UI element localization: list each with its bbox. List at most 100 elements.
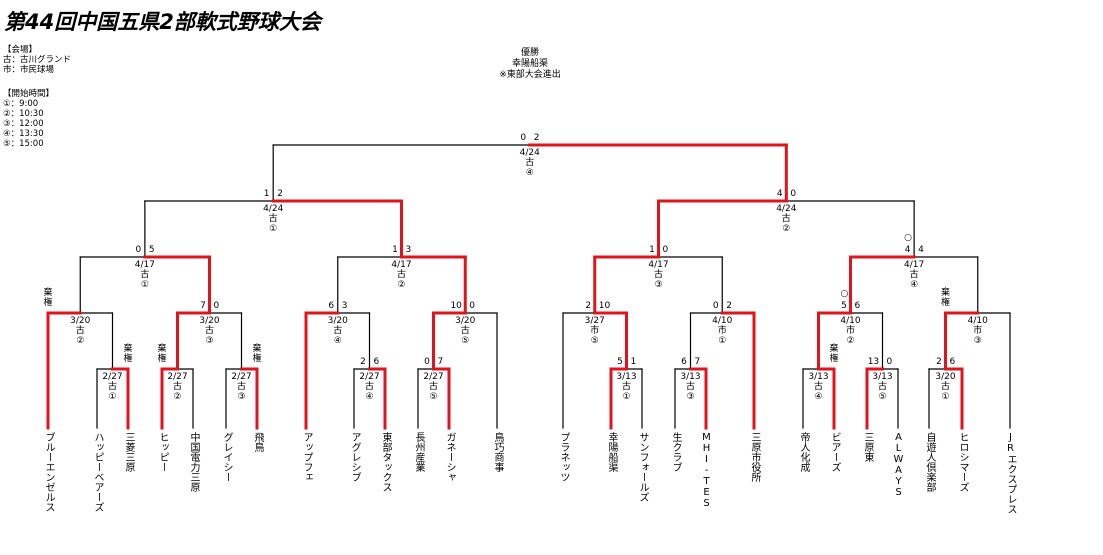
match-venue: 古: [653, 270, 663, 280]
match-time: ②: [846, 336, 855, 346]
score-left: 0: [424, 357, 430, 367]
team-name: サンフォールズ: [637, 432, 648, 502]
team-name: グレイシー: [221, 432, 232, 482]
match-date: 3/20: [455, 316, 476, 326]
score-right: 6: [373, 357, 380, 367]
match-date: 4/17: [391, 260, 412, 270]
score-left: 4: [904, 245, 911, 255]
match-date: 4/10: [712, 316, 733, 326]
score-left: 4: [776, 189, 783, 199]
score-right: 0: [469, 301, 475, 311]
match-date: 2/27: [423, 372, 444, 382]
score-left: 0: [712, 301, 719, 311]
match-date: 3/20: [199, 316, 220, 326]
match-time: ③: [237, 392, 246, 402]
match-venue: 古: [140, 270, 150, 280]
team-name: ブルーエンゼルス: [43, 432, 54, 512]
match-venue: 古: [364, 382, 374, 392]
match-time: ①: [108, 392, 117, 402]
match-venue: 古: [172, 382, 182, 392]
forfeit-note: 棄権: [940, 288, 950, 308]
time-legend-item: ②：10:30: [3, 109, 44, 119]
score-left: 10: [450, 301, 462, 311]
match-venue: 古: [107, 382, 117, 392]
forfeit-note: 棄権: [43, 288, 53, 308]
match-date: 4/17: [904, 260, 925, 270]
score-right: 5: [148, 245, 155, 255]
match-time: ②: [76, 336, 85, 346]
team-name: ヒッピー: [157, 432, 168, 472]
match-time: ①: [622, 392, 631, 402]
match-venue: 古: [940, 382, 950, 392]
team-name: 中国電力三原: [188, 432, 199, 492]
match-time: ⑤: [878, 392, 887, 402]
team-name: 自遊人倶楽部: [924, 432, 935, 492]
score-left: 13: [867, 357, 880, 367]
score-left: 6: [328, 301, 335, 311]
score-right: 2: [533, 133, 540, 143]
champion-note: ※東部大会進出: [499, 70, 561, 80]
match-venue: 市: [973, 326, 983, 336]
match-date: 4/24: [519, 148, 540, 158]
match-date: 3/20: [327, 316, 348, 326]
score-left: 2: [360, 357, 366, 367]
team-name: 東部タックス: [380, 432, 391, 492]
champion-box: 優勝 幸陽船渠 ※東部大会進出: [470, 48, 590, 81]
match-venue: 市: [717, 326, 727, 336]
match-venue: 古: [525, 158, 535, 168]
match-time: ④: [365, 392, 374, 402]
match-time: ⑤: [429, 392, 438, 402]
score-left: 5: [617, 357, 623, 367]
team-name: 幸陽船渠: [606, 432, 617, 472]
match-venue: 古: [333, 326, 343, 336]
score-left: 1: [649, 245, 655, 255]
score-right: 7: [437, 357, 444, 367]
score-right: 7: [694, 357, 701, 367]
time-legend-heading: 【開始時間】: [3, 89, 55, 99]
team-name: アップフェ: [301, 432, 312, 482]
team-name: 三原市役所: [749, 432, 760, 482]
team-name: ハッピーベアーズ: [92, 432, 103, 512]
match-date: 3/27: [584, 316, 605, 326]
match-time: ②: [173, 392, 182, 402]
team-name: ビアーズ: [829, 432, 840, 472]
score-left: 7: [200, 301, 206, 311]
match-venue: 古: [204, 326, 214, 336]
time-legend-item: ④：13:30: [3, 129, 44, 139]
score-right: 3: [341, 301, 348, 311]
match-venue: 古: [877, 382, 887, 392]
match-time: ④: [525, 168, 534, 178]
match-time: ②: [397, 280, 406, 290]
match-date: 2/27: [231, 372, 252, 382]
team-name: ヒロシマーズ: [957, 432, 968, 492]
match-date: 4/10: [840, 316, 861, 326]
team-name: 鳥巧商事: [492, 432, 503, 472]
match-date: 4/10: [967, 316, 988, 326]
score-right: 2: [277, 189, 283, 199]
score-left: 5: [841, 301, 847, 311]
match-date: 3/13: [680, 372, 701, 382]
match-date: 3/13: [808, 372, 829, 382]
match-date: 4/17: [134, 260, 155, 270]
match-date: 2/27: [102, 372, 123, 382]
match-venue: 古: [75, 326, 85, 336]
score-right: 6: [854, 301, 861, 311]
team-name: アグレシブ: [349, 432, 360, 482]
match-venue: 古: [396, 270, 406, 280]
champion-label: 優勝: [520, 48, 539, 58]
time-legend-item: ③：12:00: [3, 119, 44, 129]
team-name: 帝人化成: [798, 432, 809, 472]
win-mark: ○: [904, 233, 912, 243]
time-legend-item: ⑤：15:00: [3, 139, 44, 149]
